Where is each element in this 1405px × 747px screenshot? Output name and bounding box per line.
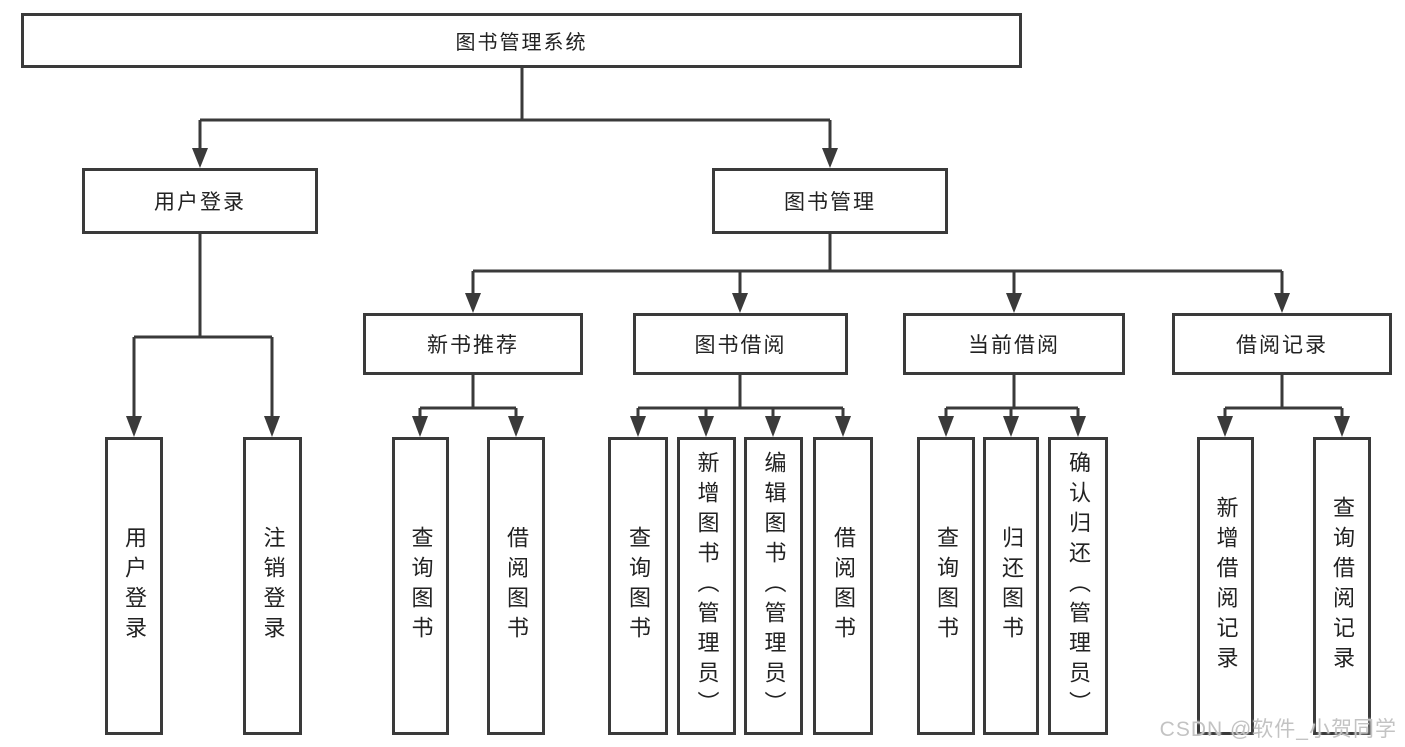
node-book-borrow: 图书借阅	[633, 313, 848, 375]
leaf-records-query: 查询借阅记录	[1313, 437, 1371, 735]
leaf-current-query-label: 查询图书	[934, 526, 959, 646]
leaf-records-add: 新增借阅记录	[1197, 437, 1254, 735]
leaf-newbooks-borrow-label: 借阅图书	[504, 526, 529, 646]
node-book-borrow-label: 图书借阅	[694, 334, 787, 357]
leaf-borrow-add-admin: 新增图书（管理员）	[677, 437, 736, 735]
node-book-management: 图书管理	[712, 168, 948, 234]
node-root-system-label: 图书管理系统	[455, 32, 588, 54]
leaf-borrow-query-label: 查询图书	[626, 526, 651, 646]
arrowheads	[126, 148, 1350, 437]
leaf-borrow-edit-admin: 编辑图书（管理员）	[744, 437, 803, 735]
leaf-logout-label: 注销登录	[260, 526, 286, 646]
leaf-user-login-label: 用户登录	[122, 526, 147, 646]
leaf-current-return-label: 归还图书	[999, 526, 1024, 646]
node-user-login-label: 用户登录	[154, 191, 246, 214]
leaf-borrow-query: 查询图书	[608, 437, 668, 735]
node-root-system: 图书管理系统	[21, 13, 1022, 68]
leaf-borrow-book: 借阅图书	[813, 437, 873, 735]
node-user-login: 用户登录	[82, 168, 318, 234]
leaf-borrow-book-label: 借阅图书	[831, 526, 856, 646]
leaf-borrow-add-admin-label: 新增图书（管理员）	[694, 451, 720, 721]
leaf-user-login: 用户登录	[105, 437, 163, 735]
node-new-book-recommend: 新书推荐	[363, 313, 583, 375]
csdn-watermark: CSDN @软件_小贺同学	[1159, 718, 1397, 741]
node-current-borrow: 当前借阅	[903, 313, 1125, 375]
leaf-current-return: 归还图书	[983, 437, 1039, 735]
leaf-borrow-edit-admin-label: 编辑图书（管理员）	[761, 451, 787, 721]
leaf-records-add-label: 新增借阅记录	[1213, 496, 1239, 676]
node-current-borrow-label: 当前借阅	[968, 334, 1060, 357]
leaf-current-confirm-admin-label: 确认归还（管理员）	[1066, 451, 1091, 721]
node-new-book-recommend-label: 新书推荐	[427, 334, 519, 357]
node-borrow-records-label: 借阅记录	[1236, 334, 1328, 357]
leaf-newbooks-query-label: 查询图书	[408, 526, 434, 646]
node-book-management-label: 图书管理	[784, 191, 876, 214]
leaf-newbooks-borrow: 借阅图书	[487, 437, 545, 735]
leaf-current-confirm-admin: 确认归还（管理员）	[1048, 437, 1108, 735]
node-borrow-records: 借阅记录	[1172, 313, 1392, 375]
leaf-newbooks-query: 查询图书	[392, 437, 449, 735]
leaf-current-query: 查询图书	[917, 437, 975, 735]
leaf-logout: 注销登录	[243, 437, 302, 735]
leaf-records-query-label: 查询借阅记录	[1330, 496, 1355, 676]
